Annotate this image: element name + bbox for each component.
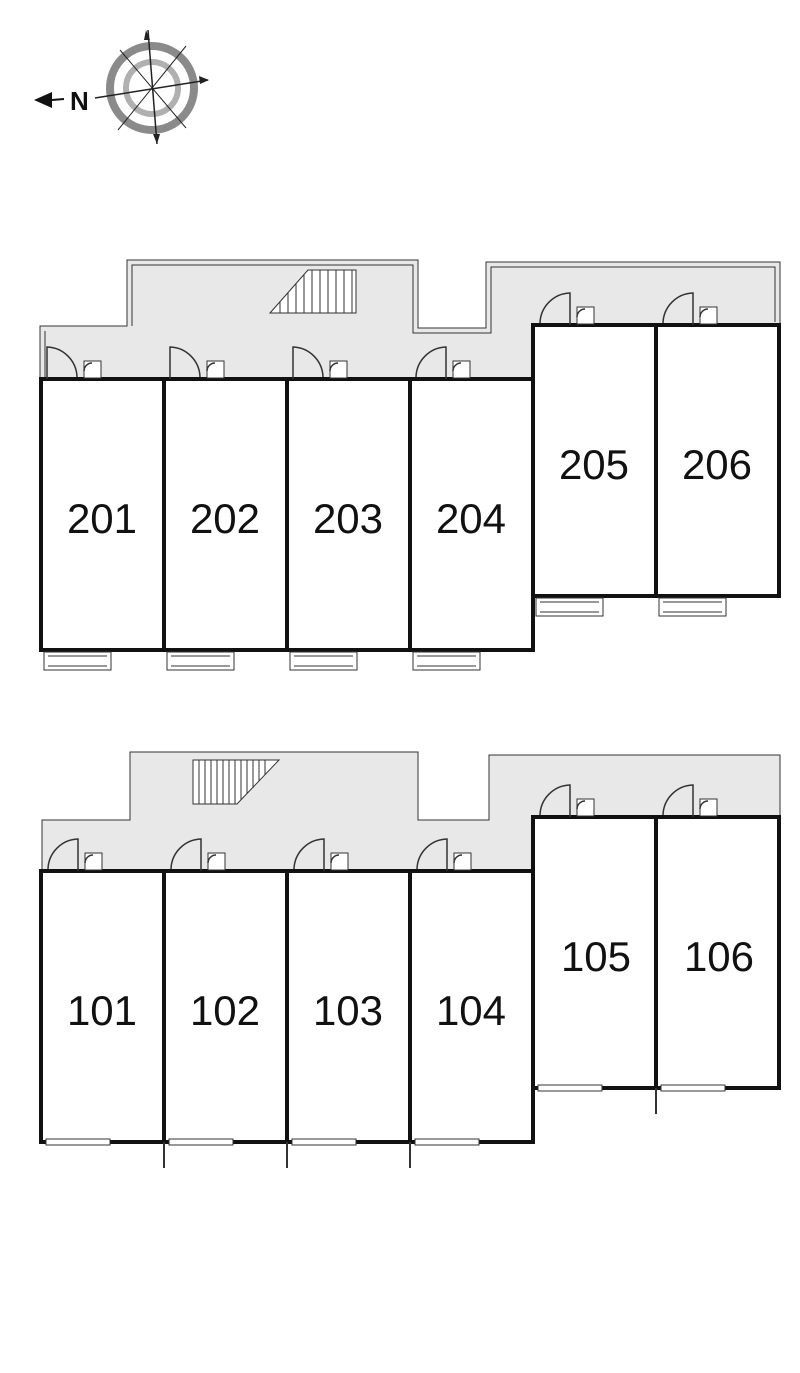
windows-1f [45,1084,726,1168]
door-102 [170,838,226,871]
compass-north-label: N [70,86,89,116]
unit-label-202: 202 [190,495,260,542]
unit-label-205: 205 [559,441,629,488]
unit-label-106: 106 [684,933,754,980]
doors-2f [46,292,718,379]
door-103 [293,838,349,871]
unit-label-204: 204 [436,495,506,542]
floor-1: 101 102 103 104 105 106 [39,751,781,1168]
compass: N [34,29,209,145]
balconies-2f [43,597,727,671]
staircase-2f [268,269,357,314]
unit-label-104: 104 [436,987,506,1034]
door-204 [415,346,471,379]
door-202 [169,346,225,379]
unit-label-201: 201 [67,495,137,542]
unit-206 [654,323,781,598]
door-106 [662,784,718,817]
unit-label-101: 101 [67,987,137,1034]
unit-label-206: 206 [682,441,752,488]
north-arrow-icon [34,92,52,108]
unit-101 [39,869,166,1144]
door-205 [539,292,595,325]
door-201 [46,346,102,379]
doors-1f [47,784,718,871]
compass-ring-outer [106,42,198,134]
staircase-1f [192,759,281,805]
door-101 [47,838,103,871]
door-206 [662,292,718,325]
door-105 [539,784,595,817]
floor-2: 201 202 203 204 205 206 [39,259,781,671]
unit-label-105: 105 [561,933,631,980]
unit-106 [654,815,781,1090]
unit-label-102: 102 [190,987,260,1034]
door-203 [292,346,348,379]
unit-201 [39,377,166,652]
compass-ring-inner [123,59,181,117]
unit-205 [531,323,658,598]
unit-label-203: 203 [313,495,383,542]
unit-204 [408,377,535,652]
unit-label-103: 103 [313,987,383,1034]
door-104 [416,838,472,871]
